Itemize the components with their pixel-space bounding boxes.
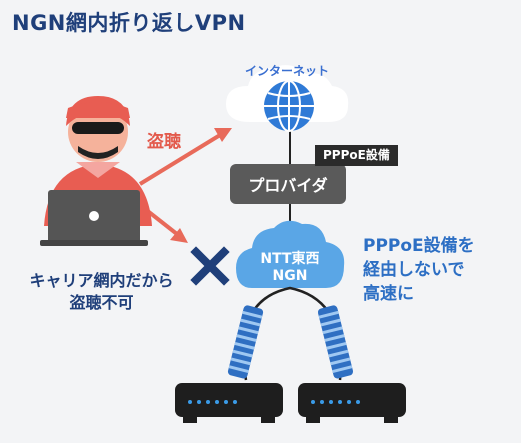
router-icon: [298, 383, 406, 423]
hacker-icon: [40, 96, 152, 246]
provider-label: プロバイダ: [248, 176, 328, 195]
carrier-note-line1: キャリア網内だから: [29, 271, 174, 290]
internet-label: インターネット: [245, 64, 330, 78]
ngn-label: NTT東西 NGN: [244, 251, 336, 285]
page-title: NGN網内折り返しVPN: [12, 11, 246, 35]
bypass-note-line1: PPPoE設備を: [363, 236, 475, 256]
carrier-note: キャリア網内だから 盗聴不可: [14, 270, 189, 314]
eavesdrop-label: 盗聴: [147, 132, 181, 152]
tap-arrow-upper: [138, 128, 232, 186]
globe-icon: [264, 80, 314, 132]
pppoe-equipment-tag: PPPoE設備: [315, 145, 398, 166]
cable-left: [227, 305, 264, 379]
cable-right: [317, 305, 354, 379]
provider-box: [230, 164, 346, 204]
router-icon: [175, 383, 283, 423]
ngn-label-line1: NTT東西: [260, 251, 320, 267]
bypass-note: PPPoE設備を 経由しないで 高速に: [363, 234, 475, 306]
carrier-note-line2: 盗聴不可: [69, 293, 134, 312]
ngn-label-line2: NGN: [272, 268, 308, 284]
bypass-note-line3: 高速に: [363, 284, 414, 304]
bypass-note-line2: 経由しないで: [363, 260, 465, 280]
x-mark-icon: [190, 246, 230, 286]
ngn-cloud: [236, 220, 345, 288]
